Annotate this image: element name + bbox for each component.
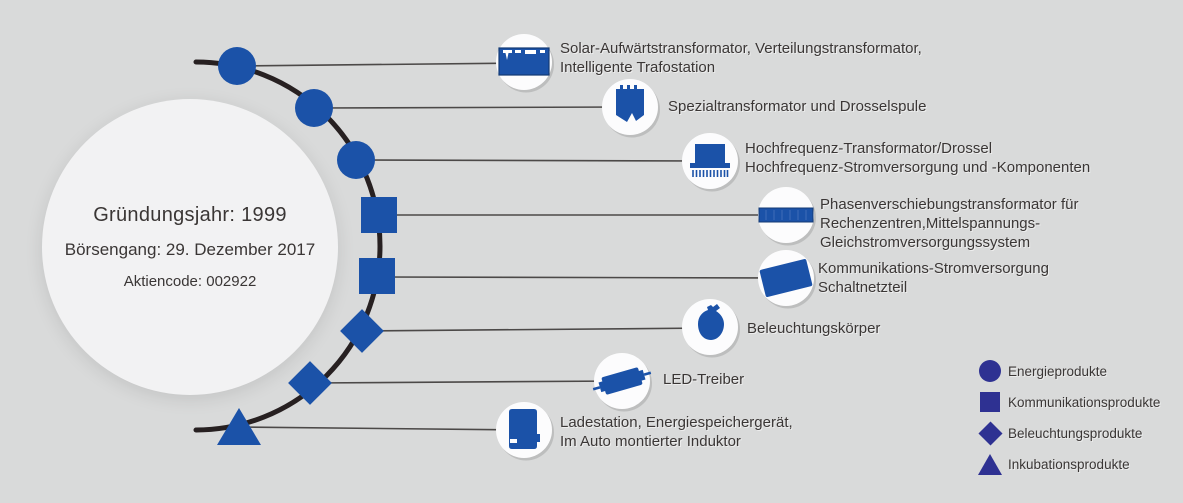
- legend-square-swatch: [976, 392, 1004, 412]
- legend-circle-swatch: [976, 360, 1004, 382]
- company-info-circle: Gründungsjahr: 1999 Börsengang: 29. Deze…: [42, 99, 338, 395]
- charging-station-icon: [509, 409, 540, 449]
- marker-square-5: [359, 258, 395, 294]
- legend-item-communication: Kommunikationsprodukte: [976, 389, 1160, 415]
- phase-shift-transformer-icon: [758, 207, 814, 223]
- stock-code-text: Aktiencode: 002922: [123, 273, 257, 290]
- product-label-5: Kommunikations-Stromversorgung Schaltnet…: [818, 260, 1049, 296]
- connector-line-2: [313, 106, 631, 109]
- legend-item-incubation: Inkubationsprodukte: [976, 451, 1130, 477]
- connector-lines: [236, 62, 787, 431]
- hf-transformer-icon: [690, 144, 730, 177]
- switching-power-supply-icon: [759, 259, 813, 297]
- distribution-transformer-icon: [498, 47, 550, 76]
- connector-line-7: [309, 380, 623, 384]
- legend-label: Inkubationsprodukte: [1008, 456, 1130, 472]
- product-label-4: Phasenverschiebungstransformator für Rec…: [820, 196, 1079, 251]
- marker-triangle-8: [217, 408, 261, 445]
- connector-line-3: [355, 159, 711, 162]
- led-driver-icon: [592, 367, 652, 395]
- timeline-arc: [193, 59, 383, 433]
- connector-line-5: [376, 276, 787, 279]
- legend-item-lighting: Beleuchtungsprodukte: [976, 420, 1142, 446]
- timeline-markers: [217, 47, 397, 445]
- legend-label: Beleuchtungsprodukte: [1008, 425, 1143, 441]
- product-label-7: LED-Treiber: [663, 371, 745, 388]
- marker-square-4: [361, 197, 397, 233]
- marker-circle-3: [337, 141, 375, 179]
- legend-diamond-swatch: [976, 420, 1004, 446]
- marker-circle-2: [295, 89, 333, 127]
- marker-circle-1: [218, 47, 256, 85]
- product-label-3: Hochfrequenz-Transformator/Drossel Hochf…: [745, 140, 1091, 176]
- legend-label: Energieprodukte: [1008, 363, 1108, 379]
- product-label-1: Solar-Aufwärtstransformator, Verteilungs…: [560, 40, 922, 76]
- founding-year-text: Gründungsjahr: 1999: [93, 204, 287, 226]
- connector-line-1: [236, 62, 525, 67]
- legend-item-energy: Energieprodukte: [976, 358, 1107, 384]
- legend-label: Kommunikationsprodukte: [1008, 394, 1161, 410]
- lamp-icon: [698, 304, 724, 340]
- special-transformer-icon: [616, 85, 644, 122]
- product-label-2: Spezialtransformator und Drosselspule: [668, 98, 927, 115]
- ipo-date-text: Börsengang: 29. Dezember 2017: [64, 240, 316, 259]
- connector-line-6: [361, 327, 711, 332]
- legend-triangle-swatch: [976, 453, 1004, 475]
- marker-diamond-7: [288, 361, 332, 405]
- product-label-8: Ladestation, Energiespeichergerät, Im Au…: [560, 414, 793, 450]
- marker-diamond-6: [340, 309, 384, 353]
- connector-line-8: [238, 426, 525, 431]
- product-label-6: Beleuchtungskörper: [747, 320, 881, 337]
